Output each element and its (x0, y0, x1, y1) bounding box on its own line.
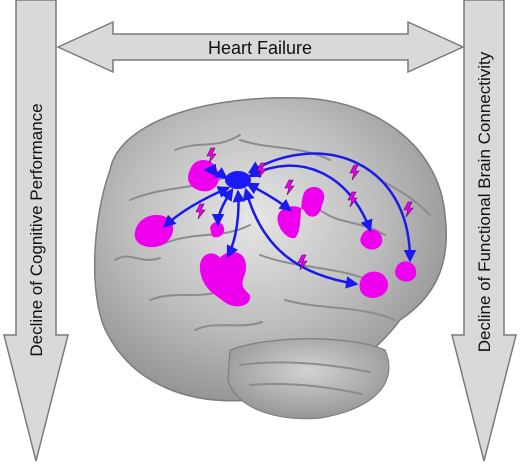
connection-arrow (203, 163, 229, 180)
connectivity-decline-label: Decline of Functional Brain Connectivity (475, 51, 494, 352)
lightning-bolt-icon (284, 179, 295, 196)
connection-arrow (226, 189, 246, 259)
heart-failure-label: Heart Failure (208, 38, 312, 58)
heart-failure-arrow: Heart Failure (56, 20, 465, 74)
lightning-bolt-icon (195, 203, 206, 220)
down-arrow-shape (451, 0, 517, 462)
connection-arrows (163, 152, 417, 289)
region-right-far (395, 261, 417, 282)
region-right-lower (359, 271, 389, 298)
down-arrow-shape (3, 0, 69, 462)
lightning-bolt-icon (349, 164, 360, 181)
connection-arrow (247, 152, 417, 263)
signal-bolt-icons (195, 147, 414, 271)
lightning-bolt-icon (403, 201, 414, 218)
connectivity-decline-arrow: Decline of Functional Brain Connectivity (451, 0, 517, 462)
cognitive-decline-arrow: Decline of Cognitive Performance (3, 0, 69, 462)
double-headed-arrow-shape (56, 20, 465, 74)
lightning-bolt-icon (256, 162, 267, 179)
cognitive-decline-label: Decline of Cognitive Performance (27, 103, 46, 356)
brain-illustration (93, 97, 447, 420)
region-lower-center (199, 251, 251, 307)
lightning-bolt-icon (347, 191, 358, 208)
lightning-bolt-icon (297, 254, 308, 271)
brain-cerebellum (227, 338, 390, 420)
hub-node (225, 171, 251, 189)
lightning-bolt-icon (206, 147, 217, 164)
